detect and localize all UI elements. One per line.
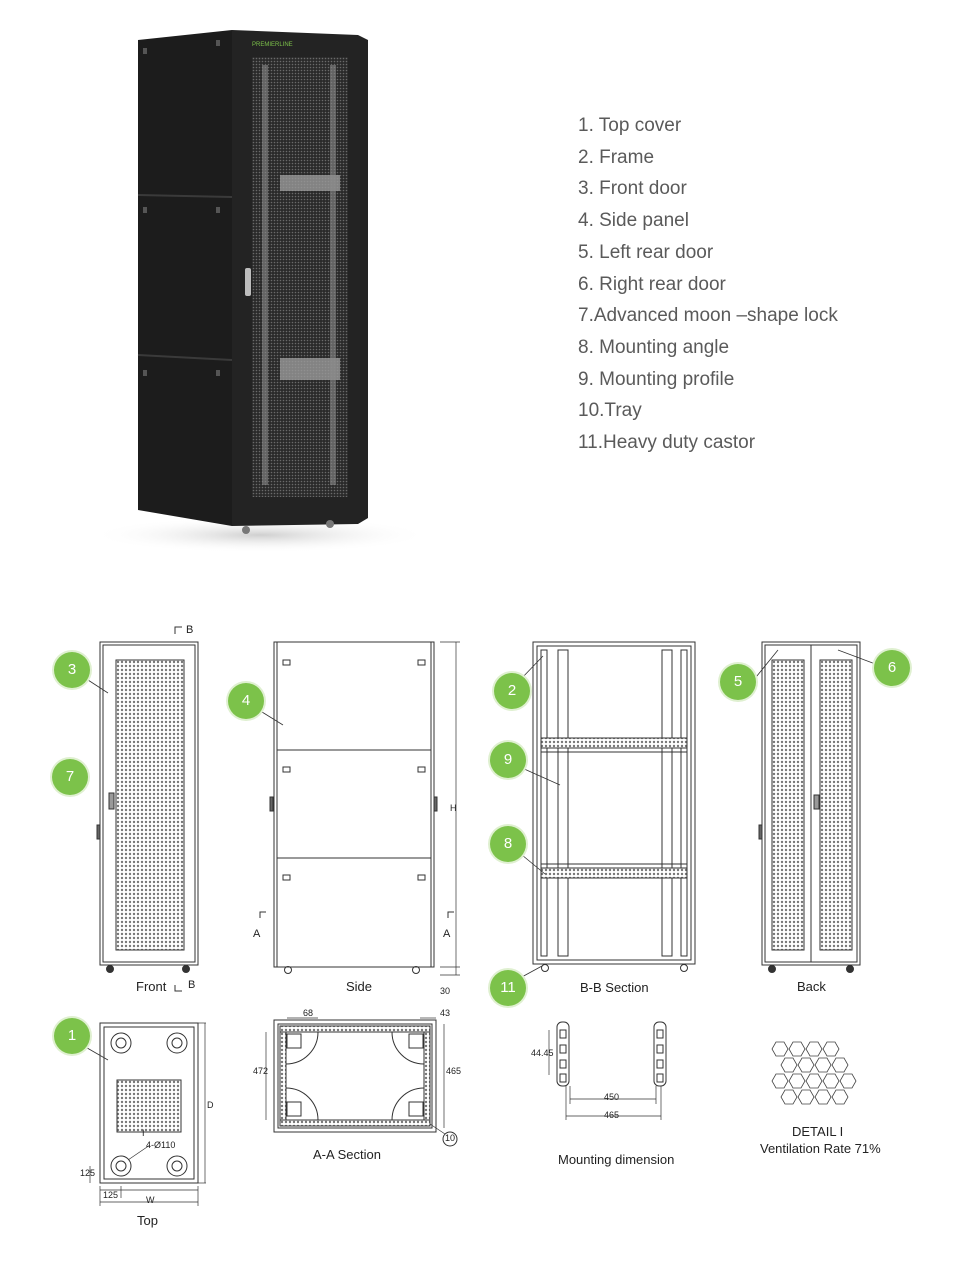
part-frame: 2. Frame [578, 146, 655, 168]
label-side: Side [346, 979, 373, 994]
marker-a-right: A [443, 928, 451, 940]
callout-3: 3 [54, 652, 90, 688]
callout-2: 2 [494, 673, 530, 709]
ventilation-detail-drawing [771, 1041, 857, 1105]
dim-43: 43 [440, 1008, 451, 1018]
dim-d: D [207, 1100, 214, 1110]
dim-30: 30 [440, 986, 451, 996]
dim-detail-mark: I [142, 1128, 145, 1138]
part-castor: 11.Heavy duty castor [578, 432, 756, 454]
parts-list: 1. Top cover 2. Frame 3. Front door 4. S… [578, 110, 838, 459]
label-top: Top [137, 1213, 158, 1228]
dim-68: 68 [303, 1008, 314, 1018]
brand-text: PREMIERLINE [252, 42, 293, 48]
dim-h: H [450, 803, 457, 813]
label-mounting: Mounting dimension [558, 1152, 675, 1167]
part-side-panel: 4. Side panel [578, 210, 689, 232]
part-top-cover: 1. Top cover [578, 115, 682, 136]
callout-6: 6 [874, 650, 910, 686]
marker-a-left: A [253, 928, 261, 940]
label-detail: DETAIL I [792, 1124, 844, 1139]
part-tray: 10.Tray [578, 400, 642, 422]
dim-hole: 4-Ø110 [146, 1140, 176, 1150]
dim-125-horizontal: 125 [103, 1190, 119, 1200]
top-view-drawing [81, 1022, 206, 1206]
front-view-drawing [87, 626, 199, 992]
callout-8: 8 [490, 826, 526, 862]
dim-450: 450 [604, 1092, 620, 1102]
callout-9: 9 [490, 742, 526, 778]
part-front-door: 3. Front door [578, 178, 687, 200]
label-aa-section: A-A Section [313, 1147, 381, 1162]
dim-44-45: 44.45 [531, 1048, 554, 1058]
marker-b-top: B [186, 624, 194, 636]
side-view-drawing [259, 641, 460, 976]
label-bb-section: B-B Section [580, 980, 649, 995]
bb-section-drawing [519, 641, 696, 979]
dim-465: 465 [604, 1110, 620, 1120]
mounting-dimension-drawing [548, 1021, 667, 1120]
label-ventilation: Ventilation Rate 71% [760, 1141, 881, 1156]
marker-b-bottom: B [188, 979, 196, 991]
dim-w: W [146, 1195, 155, 1205]
dim-125-vertical: 125 [80, 1168, 96, 1178]
label-front: Front [136, 979, 167, 994]
part-mounting-angle: 8. Mounting angle [578, 336, 730, 358]
part-right-rear-door: 6. Right rear door [578, 273, 726, 295]
callout-7: 7 [52, 759, 88, 795]
dim-472: 472 [253, 1066, 269, 1076]
dim-465-vertical: 465 [446, 1066, 462, 1076]
back-view-drawing [751, 641, 879, 973]
label-back: Back [797, 979, 826, 994]
part-moon-lock: 7.Advanced moon –shape lock [578, 305, 838, 327]
callout-11: 11 [490, 970, 526, 1006]
callout-5: 5 [720, 664, 756, 700]
callout-4: 4 [228, 683, 264, 719]
part-mounting-profile: 9. Mounting profile [578, 368, 735, 390]
aa-section-drawing [265, 1017, 458, 1147]
callout-10: 10 [445, 1133, 456, 1143]
callout-1: 1 [54, 1018, 90, 1054]
part-left-rear-door: 5. Left rear door [578, 241, 714, 263]
